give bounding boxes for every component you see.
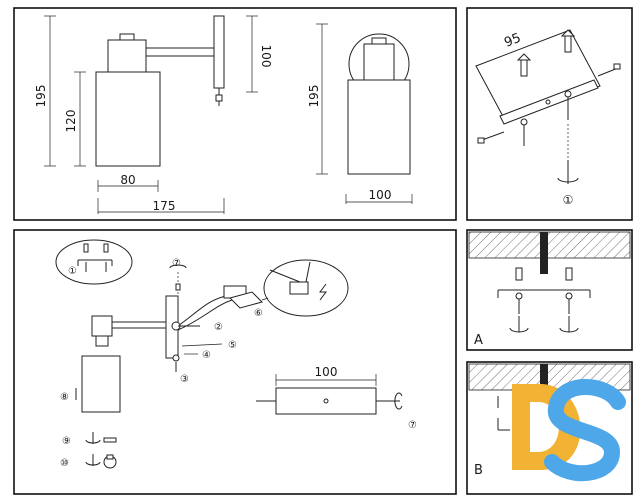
dim-plate-height: 100 — [259, 45, 273, 68]
panel-bracket-frame — [466, 7, 633, 221]
step-6-label: ⑥ — [254, 308, 263, 319]
bracket-drawing — [475, 29, 621, 184]
panel-b-label: B — [474, 463, 483, 478]
dim-bracket-length: 100 — [315, 365, 338, 379]
panel-dimensions-frame — [13, 7, 457, 221]
step-3-label: ③ — [180, 374, 189, 385]
step-7-label-bottom: ⑦ — [408, 420, 417, 431]
step-2-label: ② — [214, 322, 223, 333]
step-10-label: ⑩ — [60, 458, 69, 469]
dim-shade-width: 80 — [120, 173, 135, 187]
step-4-label: ④ — [202, 350, 211, 361]
ds-logo — [512, 379, 626, 482]
step-1-label: ① — [68, 266, 77, 277]
step-8-label: ⑧ — [60, 392, 69, 403]
ceiling-detail-a — [468, 231, 631, 333]
step-9-label: ⑨ — [62, 436, 71, 447]
dim-total-height: 195 — [34, 85, 48, 108]
assembly-drawing — [55, 239, 403, 469]
side-view-drawing — [316, 23, 413, 204]
dim-bracket-width: 95 — [502, 31, 523, 51]
dim-side-width: 100 — [369, 188, 392, 202]
panel-a-label: A — [474, 333, 483, 348]
panel-b-frame — [466, 361, 633, 495]
step-7-label-top: ⑦ — [172, 258, 181, 269]
dim-total-depth: 175 — [153, 199, 176, 213]
dim-shade-height: 120 — [64, 110, 78, 133]
panel-a-frame — [466, 229, 633, 351]
front-view-drawing — [44, 15, 258, 214]
bracket-step-number: ① — [563, 193, 574, 207]
step-5-label: ⑤ — [228, 340, 237, 351]
dim-side-height: 195 — [307, 85, 321, 108]
panel-assembly-frame — [13, 229, 457, 495]
